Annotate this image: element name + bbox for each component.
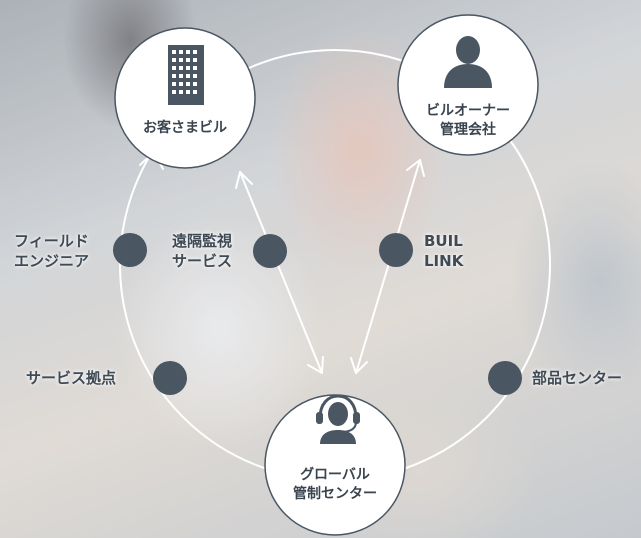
remote-monitoring-arrow	[235, 171, 324, 374]
service-base-dot	[153, 361, 187, 395]
field-engineer-dot	[113, 233, 147, 267]
headset-operator-icon	[316, 394, 360, 444]
customer-building-label-text: お客さまビル	[143, 120, 227, 136]
field-engineer-label-line2: エンジニア	[14, 252, 90, 270]
remote-monitoring-label: 遠隔監視 サービス	[172, 231, 232, 271]
building-owner-label-line1: ビルオーナー	[426, 103, 510, 119]
building-icon	[168, 45, 204, 105]
control-center-label-line1: グローバル	[300, 467, 370, 483]
building-owner-label-line2: 管理会社	[440, 122, 496, 138]
service-base-label: サービス拠点	[26, 369, 117, 387]
builink-arrow	[350, 159, 425, 374]
customer-building-label: お客さまビル	[115, 119, 255, 138]
building-owner-label: ビルオーナー 管理会社	[398, 102, 538, 140]
builink-label-line2: LINK	[424, 252, 464, 270]
remote-monitoring-label-line1: 遠隔監視	[172, 232, 233, 250]
field-engineer-label-line1: フィールド	[14, 232, 89, 250]
parts-center-dot	[488, 361, 522, 395]
builink-label: BUIL LINK	[424, 231, 463, 271]
parts-center-label: 部品センター	[532, 369, 623, 387]
remote-monitoring-label-line2: サービス	[172, 252, 233, 270]
remote-monitoring-dot	[253, 234, 287, 268]
control-center-label: グローバル 管制センター	[265, 466, 405, 504]
builink-label-line1: BUIL	[424, 232, 463, 250]
builink-dot	[379, 233, 413, 267]
person-icon	[444, 36, 492, 88]
control-center-label-line2: 管制センター	[293, 486, 377, 502]
field-engineer-label: フィールド エンジニア	[14, 231, 89, 271]
